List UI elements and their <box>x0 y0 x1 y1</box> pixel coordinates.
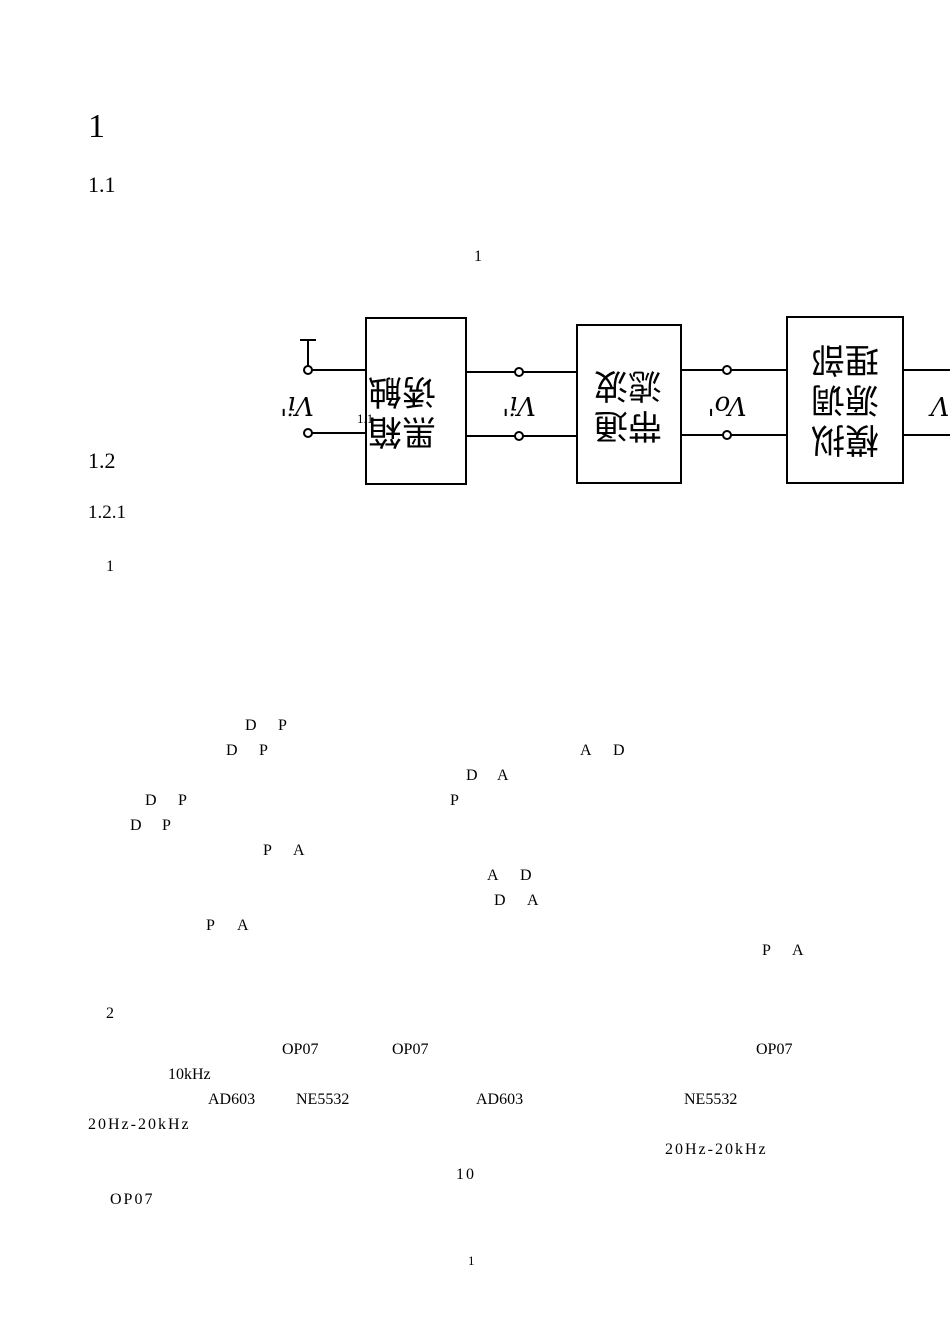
page-number: 1 <box>468 1253 475 1268</box>
component-label: AD603 <box>476 1091 524 1108</box>
component-label: OP07 <box>282 1041 319 1058</box>
figure-caption: 1.1 <box>357 411 374 426</box>
text-fragment: P <box>206 917 215 934</box>
block-2-label-line-2: 滤波 <box>594 365 662 405</box>
text-fragment: P <box>263 842 272 859</box>
list-item-1-marker: 1 <box>106 558 114 575</box>
component-label: OP07 <box>110 1191 155 1208</box>
text-fragment: A <box>293 842 305 859</box>
figure-number: 1 <box>474 248 482 265</box>
text-fragment: D <box>130 817 142 834</box>
block-2-label-line-1: 带通 <box>594 405 662 445</box>
text-fragment: P <box>259 742 268 759</box>
text-fragment: D <box>466 767 478 784</box>
component-label: OP07 <box>756 1041 793 1058</box>
block-3 <box>786 316 904 484</box>
section-heading-1-2: 1.2 <box>88 448 116 473</box>
text-fragment: P <box>762 942 771 959</box>
mid-terminal-top-2 <box>722 365 732 375</box>
text-fragment: D <box>494 892 506 909</box>
block-1-label: 黑箱 诱触 <box>357 371 436 451</box>
text-fragment: A <box>237 917 249 934</box>
output-voltage-label: V <box>928 390 949 420</box>
block-3-label-line-1: 模拟 <box>811 419 879 459</box>
block-2-label: 带通 滤波 <box>583 365 662 445</box>
section-heading-1-1: 1.1 <box>88 172 116 197</box>
text-fragment: D <box>226 742 238 759</box>
text-fragment: P <box>450 792 459 809</box>
section-heading-1-2-1: 1.2.1 <box>88 502 126 523</box>
block-3-label-line-2: 源调 <box>811 379 879 419</box>
frequency-range: 20Hz-20kHz <box>665 1141 768 1158</box>
mid-terminal-top-1 <box>514 367 524 377</box>
numeric-label: 10 <box>456 1166 476 1183</box>
text-fragment: A <box>792 942 804 959</box>
block-1 <box>365 317 467 485</box>
frequency-range: 20Hz-20kHz <box>88 1116 191 1133</box>
block-2 <box>576 324 682 484</box>
mid-terminal-bottom-1 <box>514 431 524 441</box>
component-label: OP07 <box>392 1041 429 1058</box>
block-3-label: 模拟 源调 理部 <box>800 339 879 459</box>
input-terminal-top <box>303 365 313 375</box>
list-item-2-marker: 2 <box>106 1005 114 1022</box>
text-fragment: A <box>580 742 592 759</box>
mid-voltage-label-1: Vi' <box>502 390 536 420</box>
text-fragment: A <box>527 892 539 909</box>
mid-terminal-bottom-2 <box>722 430 732 440</box>
block-1-label-line-2: 诱触 <box>368 371 436 411</box>
text-fragment: P <box>178 792 187 809</box>
text-fragment: D <box>145 792 157 809</box>
text-fragment: A <box>497 767 509 784</box>
mid-voltage-label-2: Vo' <box>707 390 746 420</box>
frequency-label: 10kHz <box>168 1066 211 1083</box>
input-voltage-label: Vi' <box>280 390 314 420</box>
text-fragment: D <box>520 867 532 884</box>
text-fragment: A <box>487 867 499 884</box>
component-label: NE5532 <box>684 1091 738 1108</box>
text-fragment: P <box>162 817 171 834</box>
text-fragment: D <box>245 717 257 734</box>
component-label: AD603 <box>208 1091 256 1108</box>
chapter-heading: 1 <box>88 108 105 145</box>
text-fragment: P <box>278 717 287 734</box>
block-diagram: Vi' Vi' Vo' V 黑箱 诱触 带通 滤波 模拟 源调 理部 <box>280 316 950 485</box>
block-3-label-line-3: 理部 <box>811 339 879 379</box>
text-fragment: D <box>613 742 625 759</box>
input-terminal-bottom <box>303 428 313 438</box>
block-1-label-line-1: 黑箱 <box>368 411 436 451</box>
component-label: NE5532 <box>296 1091 350 1108</box>
